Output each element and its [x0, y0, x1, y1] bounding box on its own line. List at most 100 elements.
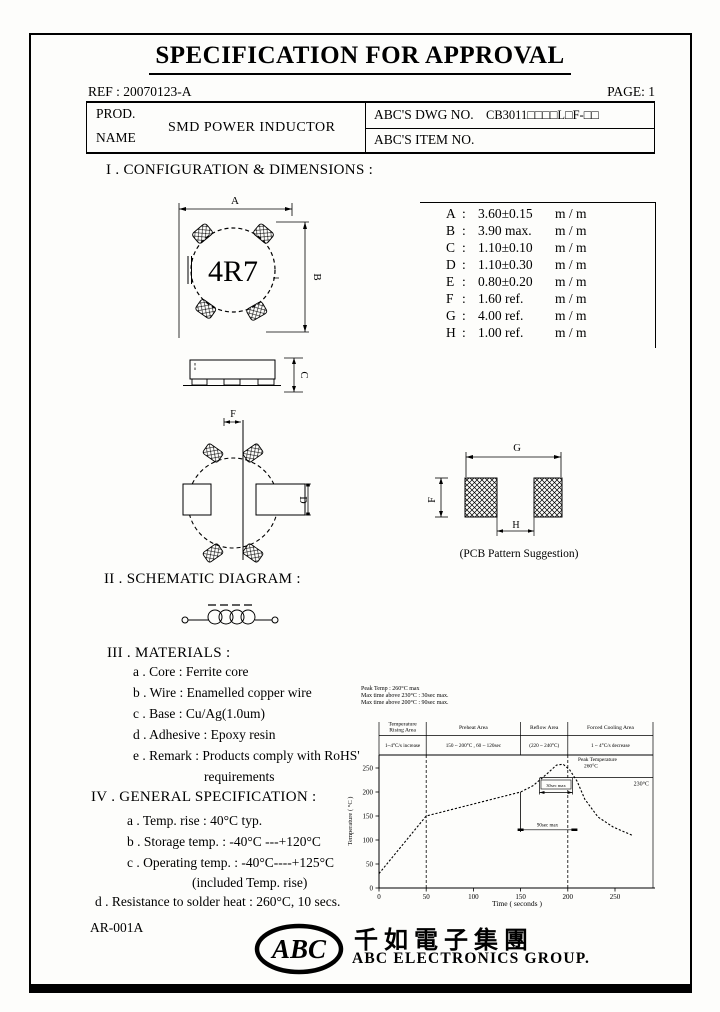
dim-f-label: F [230, 409, 236, 420]
svg-text:90sec max: 90sec max [537, 824, 559, 829]
right-pad [255, 483, 306, 516]
section4-heading: IV . GENERAL SPECIFICATION : [91, 789, 317, 805]
svg-text:0: 0 [377, 893, 381, 901]
svg-text:100: 100 [363, 836, 374, 844]
coil-loop [229, 609, 245, 625]
svg-text:Reflow Area: Reflow Area [530, 724, 559, 731]
info-table-divider [365, 101, 366, 153]
terminal-tab [202, 443, 224, 463]
section3-heading: III . MATERIALS : [107, 645, 231, 661]
svg-text:250: 250 [610, 893, 621, 901]
svg-text:200: 200 [563, 893, 574, 901]
svg-text:30sec max: 30sec max [546, 783, 566, 788]
inductor-body-outline [190, 227, 276, 313]
dim-d-label: D [297, 496, 308, 503]
svg-text:Max time above 230°C : 30sec m: Max time above 230°C : 30sec max. [361, 692, 449, 699]
svg-text:230°C: 230°C [634, 781, 649, 788]
terminal-left [181, 616, 189, 624]
terminal-tab [195, 299, 217, 319]
svg-text:250: 250 [363, 764, 374, 772]
section2-heading: II . SCHEMATIC DIAGRAM : [104, 571, 301, 587]
bottom-view-drawing: F D [182, 409, 311, 563]
genspec-operating-temp: c . Operating temp. : -40°C----+125°C [127, 855, 334, 870]
svg-text:1~4°C/s increase: 1~4°C/s increase [385, 742, 421, 749]
side-view-drawing: C [183, 357, 309, 393]
prod-label: PROD. [96, 106, 136, 121]
coil-loop [218, 609, 234, 625]
material-item-remark-cont: requirements [204, 769, 275, 784]
pcb-pad-left [464, 477, 498, 518]
form-number: AR-001A [90, 920, 144, 935]
material-item-adhesive: d . Adhesive : Epoxy resin [133, 727, 276, 742]
logo-ellipse [254, 923, 344, 975]
dimension-row: F:1.60 ref.m / m [446, 291, 587, 306]
terminal-right [271, 616, 279, 624]
material-item-core: a . Core : Ferrite core [133, 664, 249, 679]
svg-text:Time ( seconds ): Time ( seconds ) [492, 899, 542, 908]
page-border-frame [29, 33, 692, 993]
product-name: SMD POWER INDUCTOR [168, 120, 336, 135]
dim-b-label: B [311, 273, 323, 280]
dimension-row: H:1.00 ref.m / m [446, 325, 587, 340]
svg-text:50: 50 [423, 893, 431, 901]
svg-text:150: 150 [363, 812, 374, 820]
genspec-storage-temp: b . Storage temp. : -40°C ---+120°C [127, 834, 321, 849]
genspec-temp-rise: a . Temp. rise : 40°C typ. [127, 813, 263, 828]
svg-text:200: 200 [363, 788, 374, 796]
company-name-chinese: 千如電子集團 [354, 928, 534, 954]
terminal-tab [192, 223, 213, 244]
schematic-diagram [181, 604, 279, 625]
body-outline [189, 359, 276, 380]
terminal-tab [202, 543, 224, 563]
info-table-bottom-border [86, 152, 655, 154]
document-title: SPECIFICATION FOR APPROVAL [0, 42, 720, 75]
header-rule [86, 101, 655, 103]
svg-text:50: 50 [366, 860, 374, 868]
terminal-tab [242, 443, 264, 463]
material-item-base: c . Base : Cu/Ag(1.0um) [133, 706, 265, 721]
genspec-operating-temp-cont: (included Temp. rise) [192, 875, 308, 890]
svg-text:100: 100 [468, 893, 479, 901]
svg-text:1 ~ 4°C/s decrease: 1 ~ 4°C/s decrease [591, 742, 630, 749]
svg-text:Temperature: Temperature [389, 722, 418, 728]
coil-loop [240, 609, 256, 625]
pcb-pattern-drawing: G F H (PCB Pattern Suggestion) [427, 443, 579, 560]
pcb-caption: (PCB Pattern Suggestion) [460, 548, 579, 560]
genspec-solder-heat: d . Resistance to solder heat : 260°C, 1… [95, 894, 341, 909]
left-pad [182, 483, 212, 516]
svg-text:260°C: 260°C [584, 763, 598, 770]
info-table-mid-rule [365, 128, 655, 129]
company-name-english: ABC ELECTRONICS GROUP. [352, 950, 591, 967]
dims-box-top [420, 202, 656, 203]
terminal-tab [246, 301, 268, 321]
terminal-tab [242, 543, 264, 563]
svg-text:150 ~ 200°C , 60 ~ 120sec: 150 ~ 200°C , 60 ~ 120sec [446, 742, 502, 749]
item-no-label: ABC'S ITEM NO. [374, 132, 475, 147]
terminal-tab [253, 223, 274, 244]
svg-text:Peak Temperature: Peak Temperature [578, 757, 617, 763]
page-number: PAGE: 1 [607, 84, 655, 99]
svg-text:Temperature ( °C ): Temperature ( °C ) [347, 797, 354, 846]
svg-text:Forced Cooling Area: Forced Cooling Area [587, 725, 634, 731]
ref-number: REF : 20070123-A [88, 84, 192, 99]
info-table-left-border [86, 101, 87, 153]
dim-g-label: G [513, 443, 521, 454]
svg-text:Rising Area: Rising Area [389, 728, 416, 734]
dwg-no-value: CB3011□□□□L□F-□□ [486, 108, 599, 122]
top-view-drawing: A 4R7 B [178, 195, 323, 338]
section1-heading: I . CONFIGURATION & DIMENSIONS : [106, 162, 374, 178]
svg-text:Preheat Area: Preheat Area [459, 725, 488, 731]
info-table-right-border [654, 101, 655, 153]
document-title-text: SPECIFICATION FOR APPROVAL [149, 42, 571, 75]
dims-box-right [655, 202, 656, 348]
dimension-row: G:4.00 ref.m / m [446, 308, 587, 323]
svg-text:0: 0 [370, 884, 374, 892]
material-item-remark: e . Remark : Products comply with RoHS' [133, 748, 360, 763]
